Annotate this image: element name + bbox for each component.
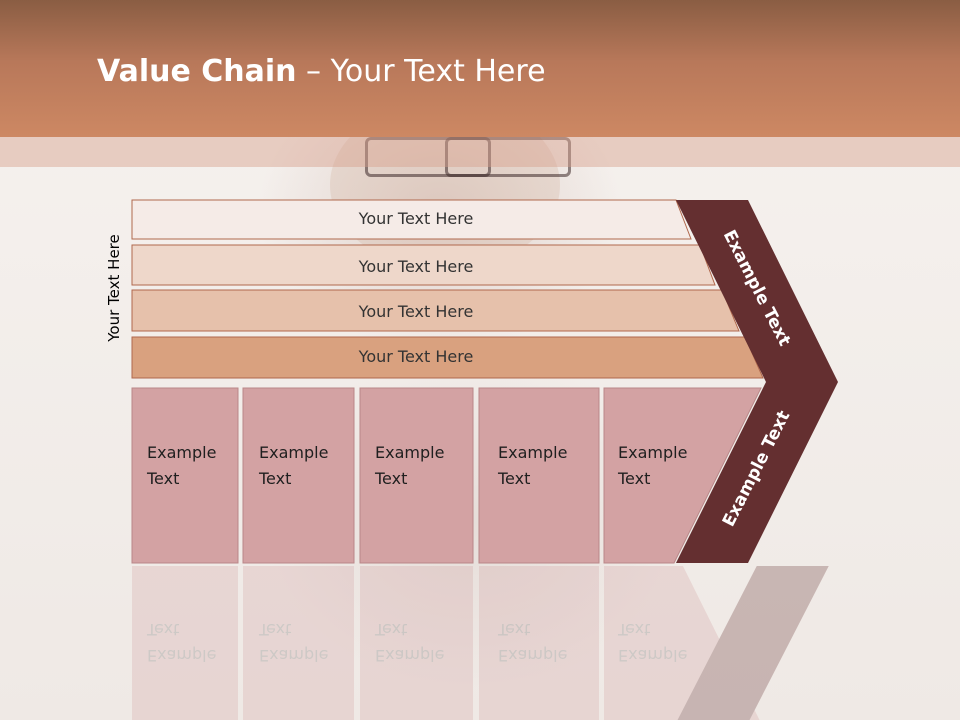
cell-1-line2: Text	[147, 469, 180, 488]
cell-3-line2: Text	[375, 469, 408, 488]
cell-1-line1: Example	[147, 443, 217, 462]
cell-3-line1: Example	[375, 443, 445, 462]
reflection-cell-4	[479, 566, 599, 720]
reflection-cell-4-line1: Example	[498, 646, 568, 665]
reflection-cell-3-line2: Text	[375, 620, 408, 639]
reflection-cell-2-line2: Text	[259, 620, 292, 639]
cell-2[interactable]	[242, 387, 355, 564]
reflection-cell-1	[132, 566, 238, 720]
cell-4-line1: Example	[498, 443, 568, 462]
slide-title-bold: Value Chain	[97, 54, 297, 89]
bar-3-label: Your Text Here	[358, 302, 474, 321]
cell-2-line1: Example	[259, 443, 329, 462]
chevron-arrow[interactable]	[676, 200, 838, 563]
bar-1-label: Your Text Here	[358, 209, 474, 228]
bar-3[interactable]	[131, 289, 740, 332]
reflection-cell-5-line2: Text	[618, 620, 651, 639]
cell-3[interactable]	[359, 387, 474, 564]
reflection-cell-2-line1: Example	[259, 646, 329, 665]
cell-4-line2: Text	[498, 469, 531, 488]
bar-1[interactable]	[131, 199, 692, 240]
reflection-cell-3-label: Example Text	[375, 616, 444, 668]
reflection-cell-3	[360, 566, 473, 720]
reflection-cell-4-line2: Text	[498, 620, 531, 639]
reflection-cell-5	[604, 566, 761, 720]
diagram-reflection: Example Text Example Text Example Text Exam…	[130, 566, 850, 720]
reflection-cell-2-label: Example Text	[259, 616, 328, 668]
bar-2[interactable]	[131, 244, 716, 286]
reflection-arrow	[676, 566, 838, 720]
reflection-cell-1-line2: Text	[147, 620, 180, 639]
reflection-cell-1-line1: Example	[147, 646, 217, 665]
cell-5[interactable]	[603, 387, 762, 564]
reflection-cell-4-label: Example Text	[498, 616, 567, 668]
bar-4-label: Your Text Here	[358, 347, 474, 366]
reflection-cell-5-label: Example Text	[618, 616, 687, 668]
reflection-cell-1-label: Example Text	[147, 616, 216, 668]
reflection-cell-3-line1: Example	[375, 646, 445, 665]
title-header-band	[0, 0, 960, 137]
reflection-shapes	[132, 566, 838, 720]
bar-4[interactable]	[131, 336, 764, 379]
cell-5-line1: Example	[618, 443, 688, 462]
cell-1[interactable]	[131, 387, 239, 564]
bar-2-label: Your Text Here	[358, 257, 474, 276]
reflection-cell-5-line1: Example	[618, 646, 688, 665]
glasses-left-lens	[365, 137, 491, 177]
cell-2-line2: Text	[259, 469, 292, 488]
slide-title-rest: – Your Text Here	[296, 54, 546, 89]
glasses-right-lens	[445, 137, 571, 177]
header-sub-band	[0, 137, 960, 167]
slide-title[interactable]: Value Chain – Your Text Here	[97, 54, 546, 89]
reflection-cell-2	[243, 566, 354, 720]
cell-4[interactable]	[478, 387, 600, 564]
cell-5-line2: Text	[618, 469, 651, 488]
